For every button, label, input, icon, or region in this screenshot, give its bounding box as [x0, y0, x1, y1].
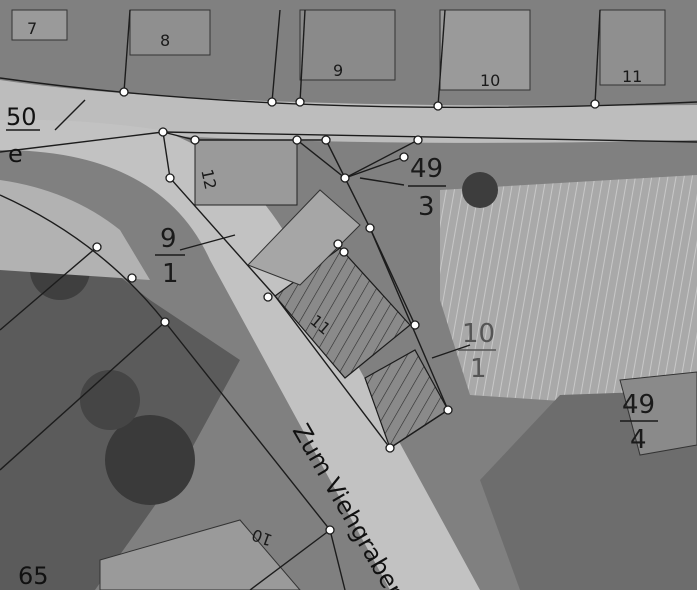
parcel-vertices: [92, 87, 600, 535]
building: [619, 371, 697, 456]
parcel-49-3: 49 3: [408, 154, 446, 222]
sidewalk: [0, 180, 150, 280]
building: [11, 9, 68, 41]
parcel-numerator: 10: [462, 319, 495, 349]
parcel-denominator: 1: [162, 259, 179, 289]
building: [247, 189, 361, 286]
tree: [462, 172, 498, 208]
house-number: 8: [160, 31, 170, 50]
edge-parcel-label: 65: [18, 562, 49, 590]
parcel-10-1: 10 1: [458, 319, 496, 384]
road-top: [0, 80, 697, 143]
road-zum-viehgraben: [0, 119, 480, 590]
house-number: 12: [197, 167, 220, 191]
house-number: 10: [480, 71, 500, 90]
house-number: 11: [622, 67, 642, 86]
parcel-denominator: 3: [418, 192, 435, 222]
house-number: 9: [333, 61, 343, 80]
tree: [80, 370, 140, 430]
building: [299, 9, 396, 81]
house-number: 7: [27, 19, 37, 38]
parcel-numerator: 49: [622, 390, 655, 420]
building: [599, 9, 666, 86]
parcel-denominator: 1: [470, 354, 487, 384]
building: [194, 139, 298, 206]
parcel-denominator: 4: [630, 425, 647, 455]
parcel-numerator: 9: [160, 224, 177, 254]
parcel-9-1: 9 1: [155, 224, 185, 289]
building: [129, 9, 211, 56]
tree: [105, 415, 195, 505]
building: [99, 519, 301, 590]
edge-parcel-label: e: [8, 140, 23, 168]
parcel-numerator: 49: [410, 154, 443, 184]
edge-parcel-label: 50: [6, 103, 37, 131]
parcel-49-4: 49 4: [620, 390, 658, 455]
building: [439, 9, 531, 91]
field-area: [440, 175, 697, 410]
